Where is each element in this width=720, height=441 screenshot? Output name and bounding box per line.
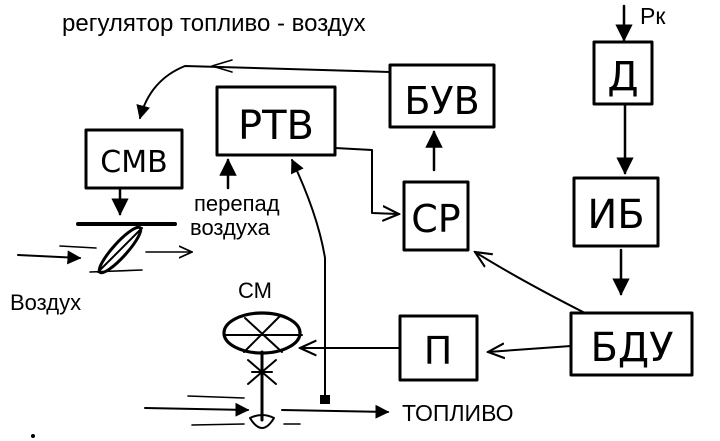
air-inlet-arrow [17, 250, 82, 265]
block-ib: ИБ [572, 176, 660, 248]
fuel-valve-cm [222, 311, 303, 429]
cm-label: СМ [238, 278, 272, 303]
block-bdu-label: БДУ [590, 325, 673, 371]
block-ib-label: ИБ [587, 192, 644, 238]
block-p: П [398, 314, 479, 382]
fuel-label: ТОПЛИВО [402, 400, 514, 426]
arrow-bdu-to-p [488, 346, 572, 352]
stray-dot [31, 434, 35, 438]
air-drop-label-line1: перепад [194, 191, 280, 216]
arrow-buv-mark [211, 59, 233, 73]
block-sr-label: СР [411, 197, 460, 241]
air-label: Воздух [10, 290, 81, 315]
fuel-outlet-arrow [281, 404, 390, 419]
air-duct-lower [89, 269, 143, 273]
block-rtv-label: РТВ [238, 103, 314, 149]
block-d: Д [592, 40, 654, 106]
block-bdu: БДУ [569, 311, 694, 377]
air-duct-upper [59, 245, 97, 249]
fuel-inlet-arrow [144, 402, 250, 417]
air-drop-label-line2: воздуха [190, 215, 271, 240]
block-rtv: РТВ [215, 85, 337, 157]
block-sr: СР [402, 180, 470, 252]
arrow-rtv-to-sr [334, 147, 399, 214]
arrow-buv-to-smv [136, 65, 391, 120]
arrow-fuel-to-rtv [291, 158, 326, 396]
fuel-pipe-upper [187, 395, 245, 399]
block-buv-label: БУВ [404, 79, 479, 123]
air-damper [97, 225, 143, 275]
fuel-tap-block [320, 395, 330, 404]
block-buv: БУВ [388, 63, 496, 129]
pk-label: Рк [640, 3, 666, 29]
block-smv-label: СМВ [100, 145, 167, 180]
fuel-pipe-lower [191, 423, 245, 426]
diagram-title: регулятор топливо - воздух [62, 10, 366, 37]
block-smv: СМВ [84, 128, 184, 190]
arrow-bdu-to-sr [475, 252, 586, 314]
block-d-label: Д [607, 54, 638, 100]
block-p-label: П [424, 329, 453, 373]
